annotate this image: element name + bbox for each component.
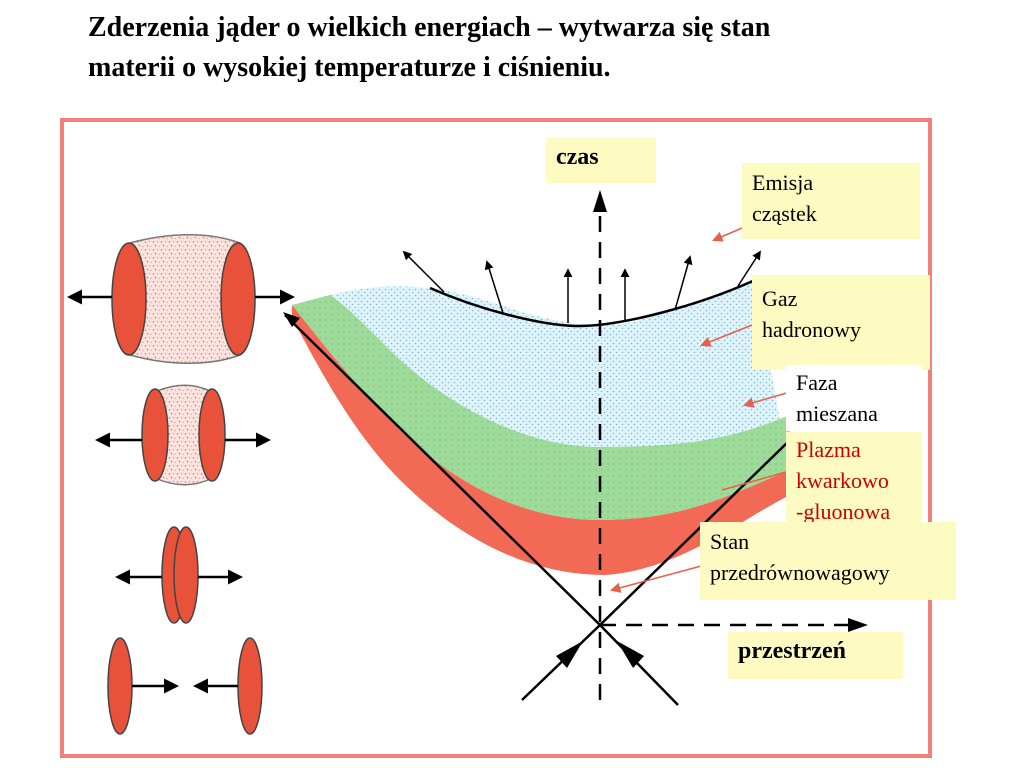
nuclei-stage-1 [67, 234, 295, 364]
region-qgp [292, 305, 790, 575]
time-axis [593, 190, 607, 700]
nuclei-stage-4 [107, 637, 263, 735]
slide-title: Zderzenia jąder o wielkich energiach – w… [88, 8, 988, 88]
incoming-left-arrowhead [556, 641, 583, 668]
emission-arrows [402, 250, 761, 323]
mixed-phase-line-2: mieszana [796, 401, 878, 426]
region-mixed-phase [292, 295, 790, 520]
qgp-line-3: -gluonowa [796, 499, 891, 524]
left-cone-arrowhead [283, 312, 300, 327]
qgp-label: Plazma kwarkowo -gluonowa [786, 432, 922, 534]
pre-equilibrium-line-2: przedrównowagowy [710, 560, 890, 585]
title-line-2: materii o wysokiej temperaturze i ciśnie… [88, 52, 611, 83]
diagram-frame [60, 118, 932, 758]
qgp-line-2: kwarkowo [796, 468, 889, 493]
space-axis-text: przestrzeń [738, 638, 846, 664]
nuclei-stage-3 [115, 526, 243, 624]
emission-label: Emisja cząstek [742, 163, 920, 239]
incoming-right-arrowhead [617, 641, 644, 668]
emission-line-2: cząstek [752, 201, 817, 226]
space-axis-arrowhead [848, 618, 868, 632]
title-line-1: Zderzenia jąder o wielkich energiach – w… [88, 12, 771, 43]
light-cone [283, 312, 791, 706]
time-axis-text: czas [556, 144, 599, 170]
freeze-out-curve [429, 278, 756, 328]
mixed-phase-line-1: Faza [796, 370, 838, 395]
pre-equilibrium-line-1: Stan [710, 529, 750, 554]
nuclei-stage-2 [95, 384, 271, 486]
space-axis-label: przestrzeń [728, 632, 903, 679]
time-axis-arrowhead [593, 190, 607, 212]
mixed-phase-label: Faza mieszana [786, 365, 922, 431]
region-hadron-gas [330, 282, 780, 447]
hadron-gas-line-2: hadronowy [762, 317, 861, 342]
pre-equilibrium-label: Stan przedrównowagowy [700, 522, 956, 600]
hadron-gas-label: Gaz hadronowy [752, 275, 930, 370]
emission-line-1: Emisja [752, 170, 814, 195]
qgp-line-1: Plazma [796, 437, 861, 462]
time-axis-label: czas [546, 138, 656, 183]
hadron-gas-line-1: Gaz [762, 286, 798, 311]
space-axis [600, 618, 868, 632]
label-pointers [609, 227, 794, 593]
